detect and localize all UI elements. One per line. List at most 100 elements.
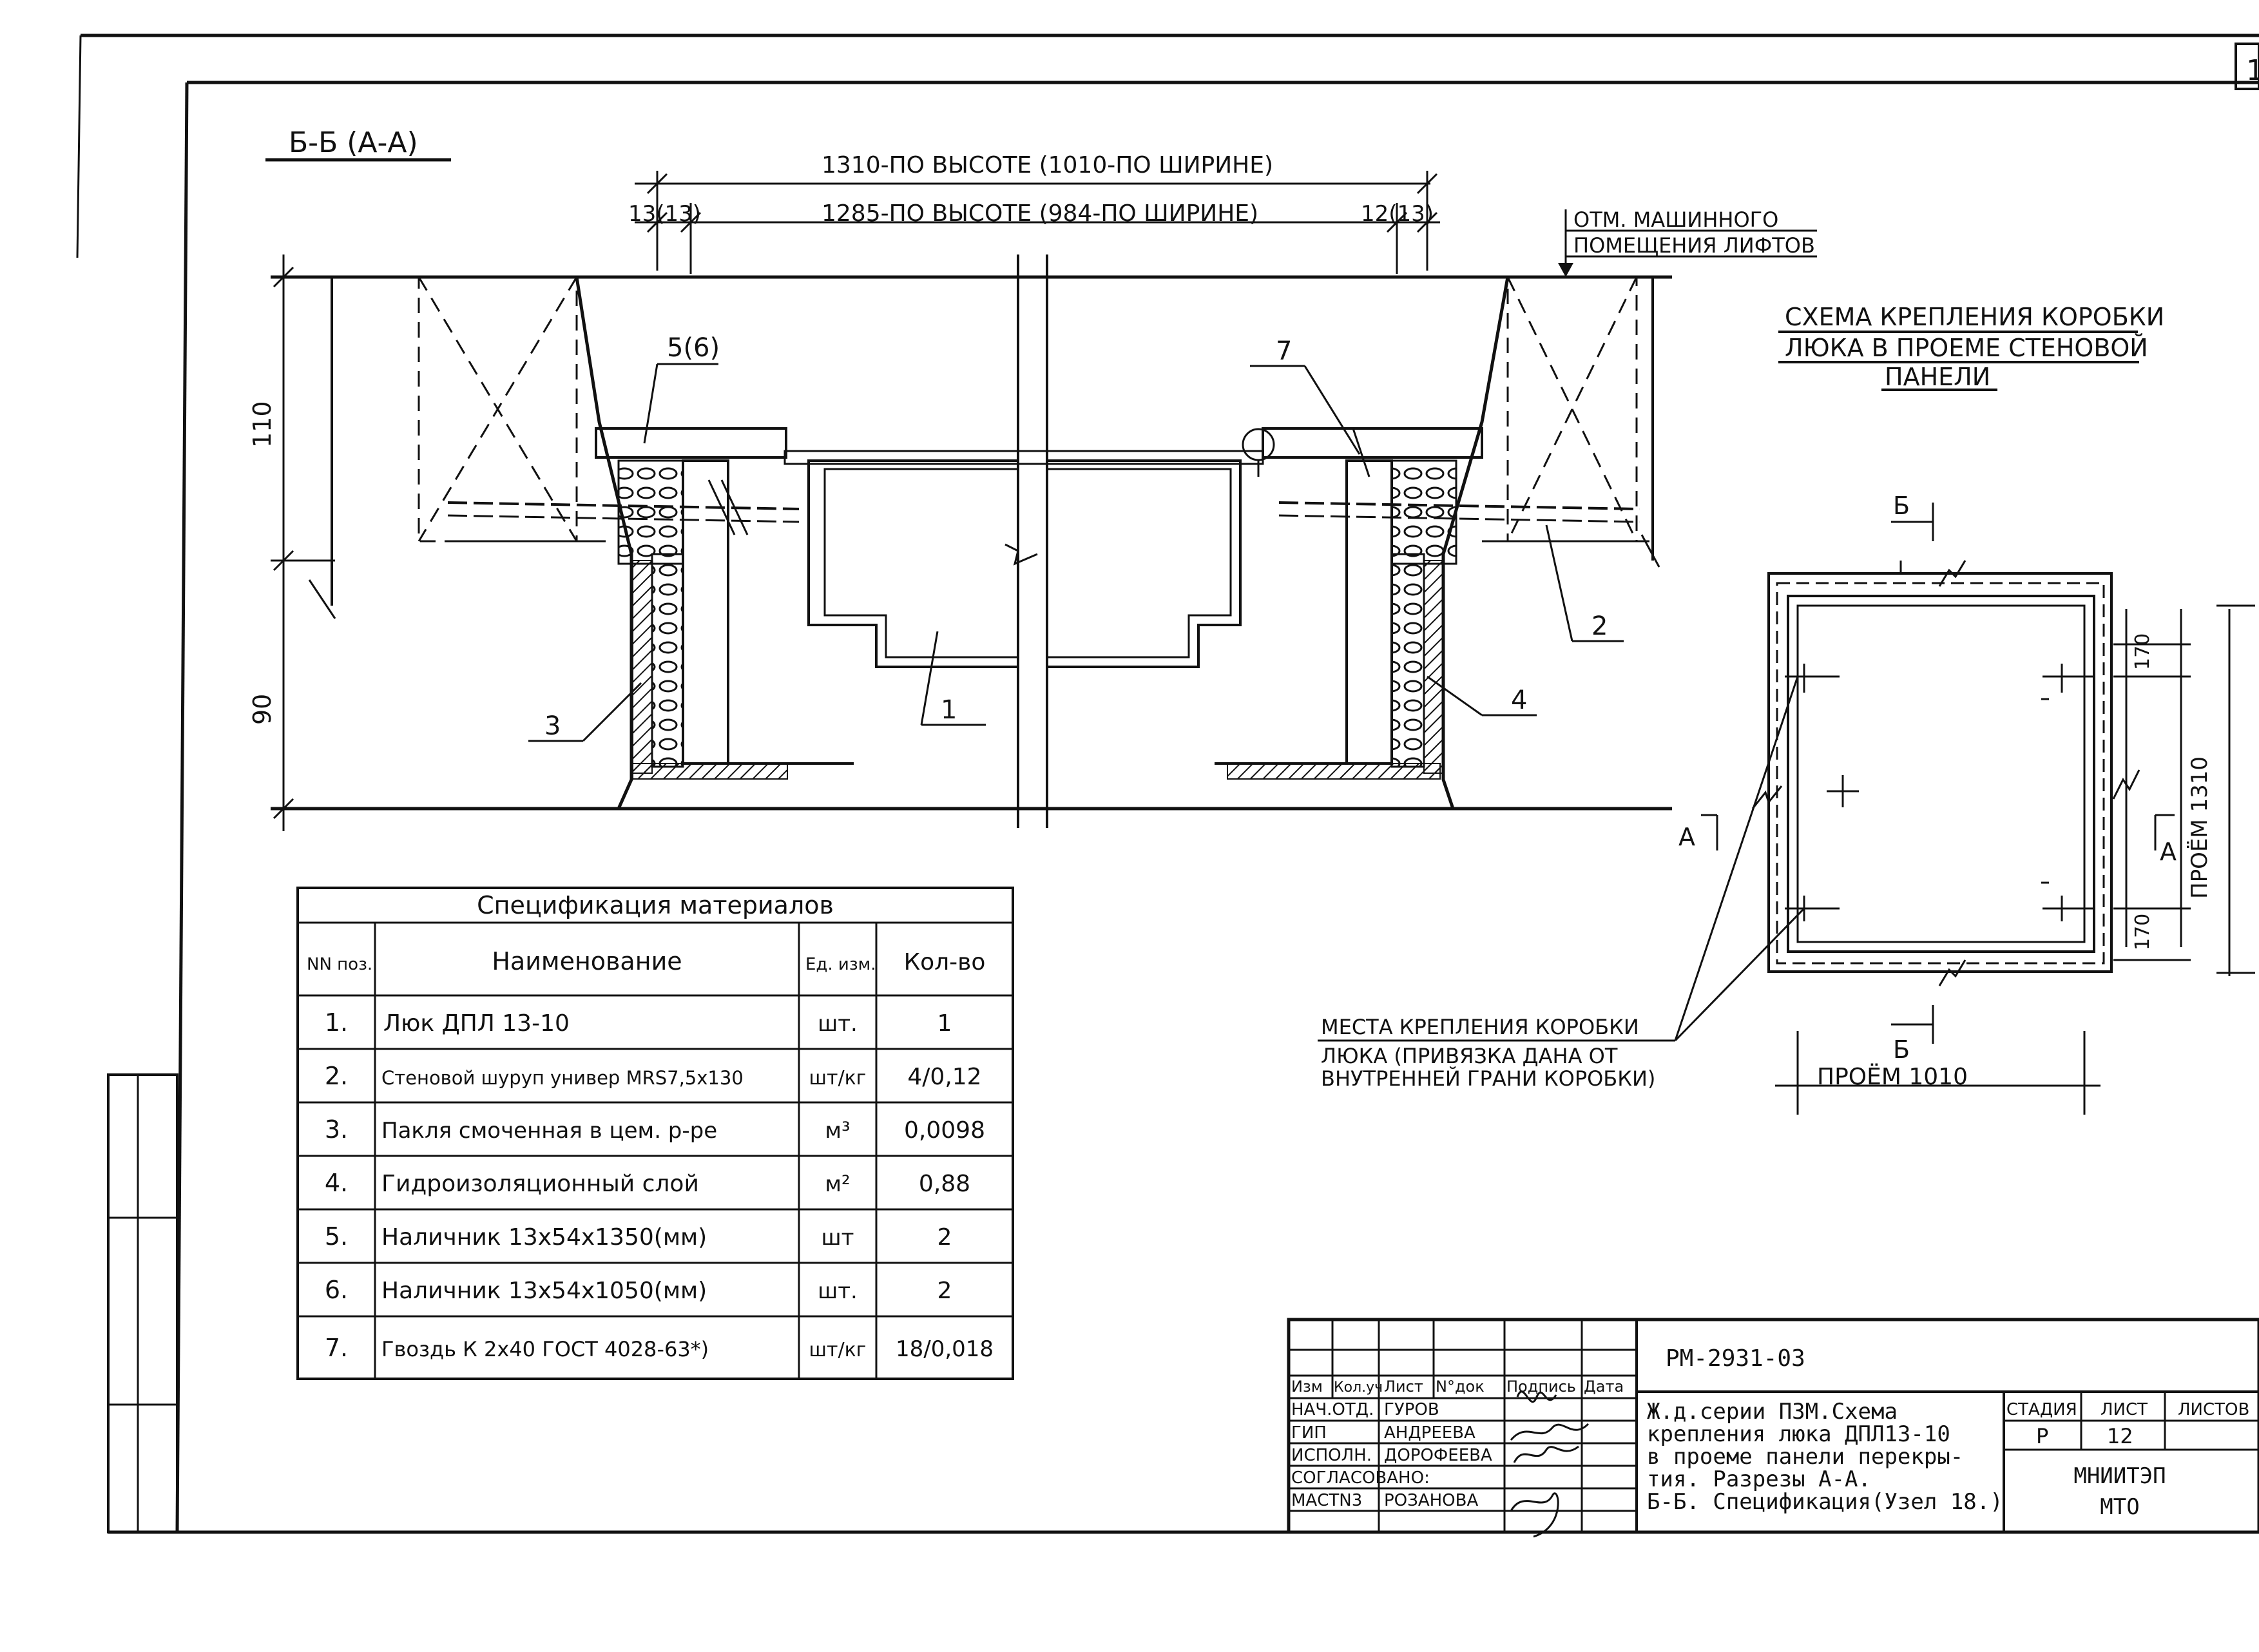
callout-1: 1	[941, 695, 957, 725]
tb-name-5: РОЗАНОВА	[1384, 1491, 1478, 1510]
scheme-title-line1: СХЕМА КРЕПЛЕНИЯ КОРОБКИ	[1785, 303, 2164, 331]
dim-right-small: 12(13)	[1361, 201, 1434, 227]
fix-note-line2: ЛЮКА (ПРИВЯЗКА ДАНА ОТ	[1321, 1044, 1618, 1068]
table-row: 2. Стеновой шуруп универ MRS7,5х130 шт/к…	[325, 1062, 982, 1090]
signature-4	[1510, 1492, 1559, 1538]
tb-stage-label: СТАДИЯ	[2006, 1400, 2077, 1419]
scheme-title-line3: ПАНЕЛИ	[1885, 363, 1990, 391]
spec-cell-pos: 2.	[325, 1062, 348, 1090]
doc-code: РМ-2931-03	[1666, 1345, 1805, 1372]
spec-cell-name: Наличник 13х54х1350(мм)	[381, 1224, 707, 1251]
spec-header-qty: Кол-во	[904, 949, 986, 975]
section-title: Б-Б (А-А)	[289, 126, 418, 159]
fix-note-line1: МЕСТА КРЕПЛЕНИЯ КОРОБКИ	[1321, 1015, 1639, 1039]
callout-3: 3	[544, 711, 561, 741]
callout-4: 4	[1511, 686, 1527, 715]
fix-note-line3: ВНУТРЕННЕЙ ГРАНИ КОРОБКИ)	[1321, 1066, 1655, 1091]
spec-cell-pos: 1.	[325, 1008, 348, 1037]
title-block: Изм Кол.уч Лист N°док Подпись Дата НАЧ.О…	[1287, 1318, 2259, 1538]
spec-cell-pos: 7.	[325, 1334, 348, 1362]
tb-col-list: Лист	[1384, 1378, 1423, 1396]
tb-desc-line4: тия. Разрезы А-А.	[1647, 1466, 1871, 1492]
spec-cell-qty: 18/0,018	[896, 1336, 994, 1362]
table-row: 7. Гвоздь К 2х40 ГОСТ 4028-63*) шт/кг 18…	[325, 1334, 994, 1362]
spec-cell-pos: 4.	[325, 1169, 348, 1197]
spec-header-unit: Ед. изм.	[805, 955, 876, 974]
tb-role-3: ИСПОЛН.	[1291, 1446, 1372, 1465]
spec-cell-name: Люк ДПЛ 13-10	[383, 1010, 570, 1037]
tb-role-2: ГИП	[1291, 1423, 1327, 1443]
spec-cell-unit: м²	[825, 1171, 850, 1197]
spec-cell-unit: м³	[825, 1118, 850, 1144]
spec-cell-qty: 0,0098	[904, 1117, 985, 1144]
spec-header-pos: NN поз.	[307, 955, 372, 974]
opening-height: ПРОЁМ 1310	[2187, 756, 2213, 899]
table-row: 6. Наличник 13х54х1050(мм) шт. 2	[325, 1276, 952, 1304]
cut-a-left: А	[1678, 823, 1695, 851]
spec-cell-name: Гидроизоляционный слой	[381, 1171, 699, 1197]
spec-cell-qty: 4/0,12	[907, 1064, 981, 1090]
tb-col-kolvo: Кол.уч	[1334, 1379, 1383, 1396]
tb-desc-line2: крепления люка ДПЛ13-10	[1647, 1421, 1950, 1447]
spec-cell-unit: шт	[822, 1225, 854, 1251]
tb-desc-line3: в проеме панели перекры-	[1647, 1444, 1963, 1470]
sheet-frame: 1	[76, 34, 2259, 1534]
level-note: ОТМ. МАШИННОГО ПОМЕЩЕНИЯ ЛИФТОВ	[1558, 207, 1817, 277]
signature-2	[1510, 1423, 1590, 1441]
tb-name-2: АНДРЕЕВА	[1384, 1423, 1476, 1443]
tb-desc-line1: Ж.д.серии ПЗМ.Схема	[1647, 1399, 1898, 1425]
opening-width: ПРОЁМ 1010	[1817, 1063, 1968, 1090]
spec-cell-name: Наличник 13х54х1050(мм)	[381, 1278, 707, 1304]
dim-left-small: 13(13)	[628, 201, 701, 227]
spec-cell-unit: шт/кг	[809, 1067, 867, 1090]
tb-desc-line5: Б-Б. Спецификация(Узел 18.)	[1647, 1489, 2003, 1515]
dim-170-bottom: 170	[2131, 914, 2154, 950]
tb-role-1: НАЧ.ОТД.	[1291, 1400, 1374, 1419]
spec-cell-pos: 5.	[325, 1222, 348, 1251]
table-row: 3. Пакля смоченная в цем. р-ре м³ 0,0098	[325, 1115, 985, 1144]
spec-cell-unit: шт.	[818, 1011, 858, 1037]
level-note-line1: ОТМ. МАШИННОГО	[1573, 207, 1778, 232]
signature-3	[1513, 1445, 1579, 1463]
dim-inner-top: 1285-ПО ВЫСОТЕ (984-ПО ШИРИНЕ)	[822, 200, 1258, 227]
spec-cell-unit: шт/кг	[809, 1339, 867, 1361]
page-mark: 1	[2246, 54, 2259, 87]
tb-col-ndoc: N°док	[1436, 1378, 1485, 1396]
tb-sheet-label: ЛИСТ	[2100, 1400, 2148, 1419]
tb-sheets-label: ЛИСТОВ	[2178, 1400, 2249, 1419]
tb-org-line1: МНИИТЭП	[2073, 1463, 2166, 1489]
cut-b-bottom: Б	[1893, 1035, 1910, 1064]
dim-height-lower: 90	[248, 694, 276, 725]
spec-cell-unit: шт.	[818, 1278, 858, 1304]
table-row: 5. Наличник 13х54х1350(мм) шт 2	[325, 1222, 952, 1251]
scheme-title-line2: ЛЮКА В ПРОЕМЕ СТЕНОВОЙ	[1785, 334, 2148, 362]
spec-cell-qty: 0,88	[919, 1171, 970, 1197]
tb-col-date: Дата	[1584, 1378, 1624, 1396]
table-row: 1. Люк ДПЛ 13-10 шт. 1	[325, 1008, 952, 1037]
dim-overall-top: 1310-ПО ВЫСОТЕ (1010-ПО ШИРИНЕ)	[822, 152, 1273, 178]
cut-a-right: А	[2160, 838, 2177, 866]
spec-header-name: Наименование	[492, 947, 682, 975]
tb-col-izm: Изм	[1291, 1378, 1323, 1396]
dim-170-top: 170	[2131, 633, 2154, 670]
tb-sheet: 12	[2107, 1424, 2133, 1448]
tb-role-4: СОГЛАСОВАНО:	[1291, 1468, 1430, 1488]
tb-name-3: ДОРОФЕЕВА	[1384, 1446, 1492, 1465]
signature-1	[1516, 1390, 1557, 1403]
spec-cell-name: Стеновой шуруп универ MRS7,5х130	[381, 1067, 744, 1089]
callout-2: 2	[1591, 611, 1608, 641]
fastening-scheme: СХЕМА КРЕПЛЕНИЯ КОРОБКИ ЛЮКА В ПРОЕМЕ СТ…	[1318, 303, 2255, 1115]
spec-table: Спецификация материалов NN поз. Наименов…	[296, 887, 1014, 1380]
callout-7: 7	[1276, 336, 1292, 366]
callout-5-6: 5(6)	[667, 333, 720, 363]
level-note-line2: ПОМЕЩЕНИЯ ЛИФТОВ	[1573, 233, 1815, 258]
section-drawing: 110 90 1 2 3 4 5(6) 7	[248, 255, 1672, 831]
spec-cell-pos: 6.	[325, 1276, 348, 1304]
spec-cell-qty: 1	[937, 1010, 952, 1037]
tb-role-5: МАСТN3	[1291, 1491, 1362, 1510]
top-dimensions: 1310-ПО ВЫСОТЕ (1010-ПО ШИРИНЕ) 1285-ПО …	[628, 152, 1440, 274]
spec-title: Спецификация материалов	[477, 891, 834, 919]
spec-cell-qty: 2	[937, 1224, 952, 1251]
spec-cell-qty: 2	[937, 1278, 952, 1304]
table-row: 4. Гидроизоляционный слой м² 0,88	[325, 1169, 970, 1197]
